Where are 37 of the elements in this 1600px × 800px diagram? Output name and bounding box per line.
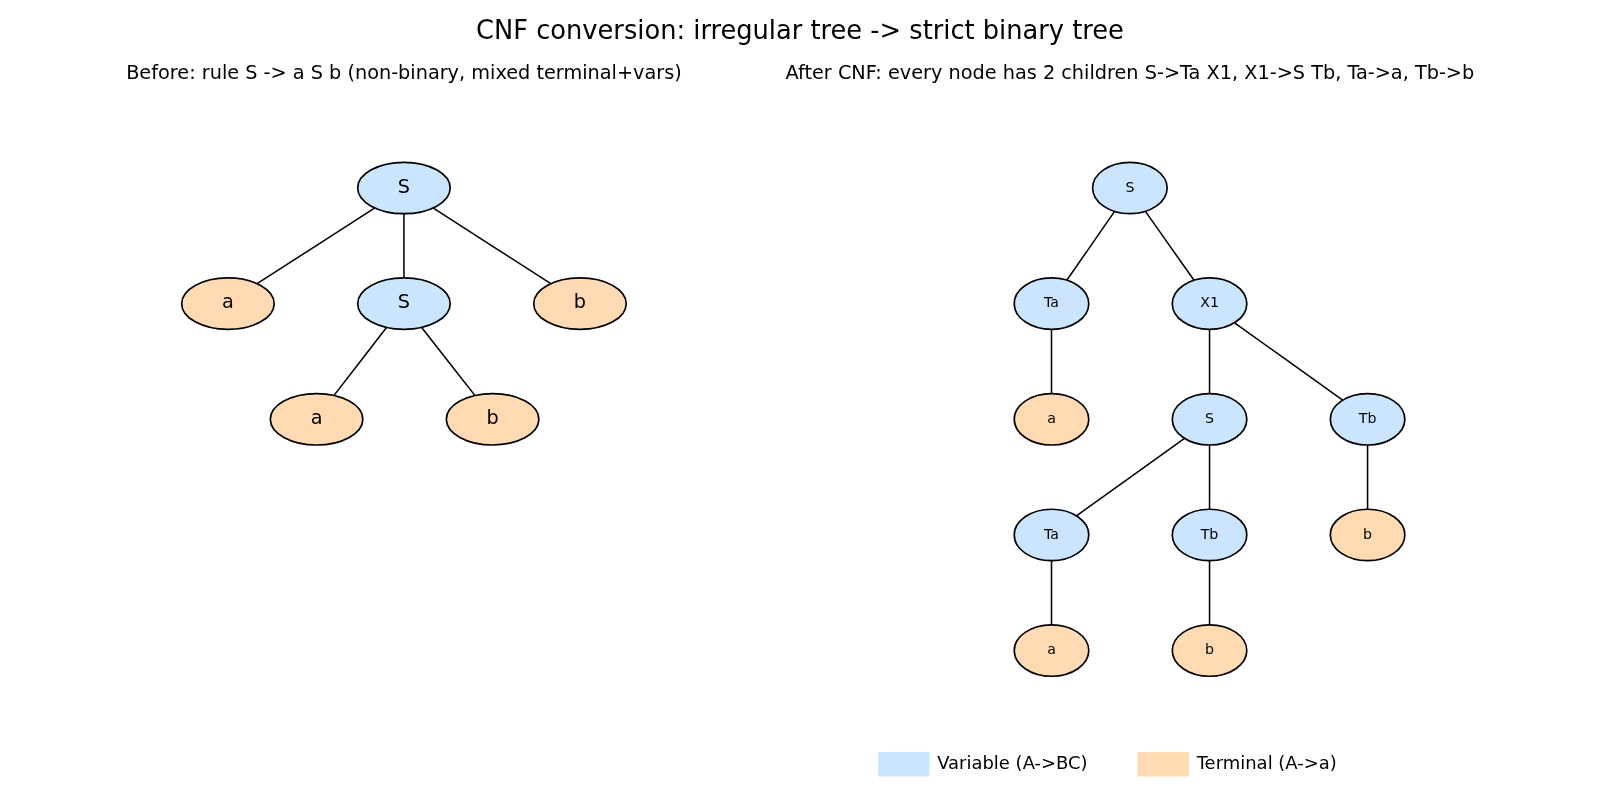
connector <box>256 207 376 285</box>
diagram-title: CNF conversion: irregular tree -> strict binary tree <box>476 14 1124 45</box>
connector <box>1050 328 1053 395</box>
node-ellipse: b <box>532 277 628 331</box>
node-ellipse: X1 <box>1171 277 1248 331</box>
connector <box>1050 559 1053 626</box>
label: Before: rule S -> a S b (non-binary, mixed terminal+vars) <box>126 61 682 85</box>
connector <box>1208 328 1211 395</box>
connector <box>1066 210 1116 281</box>
node-ellipse: Tb <box>1171 508 1248 562</box>
legend-label: Terminal (A->a) <box>1196 752 1337 774</box>
connector <box>432 207 552 285</box>
connector <box>333 327 388 396</box>
node-ellipse: b <box>1329 508 1406 562</box>
connector <box>1144 210 1195 281</box>
node-ellipse: b <box>1171 624 1248 678</box>
node-ellipse: S <box>1171 392 1248 446</box>
legend-label: Variable (A->BC) <box>937 752 1088 774</box>
connector <box>1366 444 1369 510</box>
node-ellipse: a <box>1013 392 1090 446</box>
node-ellipse: Tb <box>1329 392 1406 446</box>
connector <box>1075 437 1186 517</box>
connector <box>403 213 405 279</box>
node-ellipse: S <box>356 277 452 331</box>
label: After CNF: every node has 2 children S->Ta X1, X1->S Tb, Ta->a, Tb->b <box>785 61 1475 85</box>
node-ellipse: a <box>180 277 275 331</box>
node-ellipse: S <box>1091 161 1168 215</box>
node-ellipse: a <box>269 392 364 446</box>
connector <box>1233 322 1344 401</box>
node-ellipse: b <box>445 392 540 446</box>
node-ellipse: Ta <box>1013 508 1090 562</box>
connector <box>1208 444 1211 510</box>
node-ellipse: Ta <box>1013 277 1090 331</box>
connector <box>1208 559 1211 626</box>
connector <box>421 327 476 396</box>
node-ellipse: S <box>356 161 452 215</box>
node-ellipse: a <box>1013 624 1090 678</box>
